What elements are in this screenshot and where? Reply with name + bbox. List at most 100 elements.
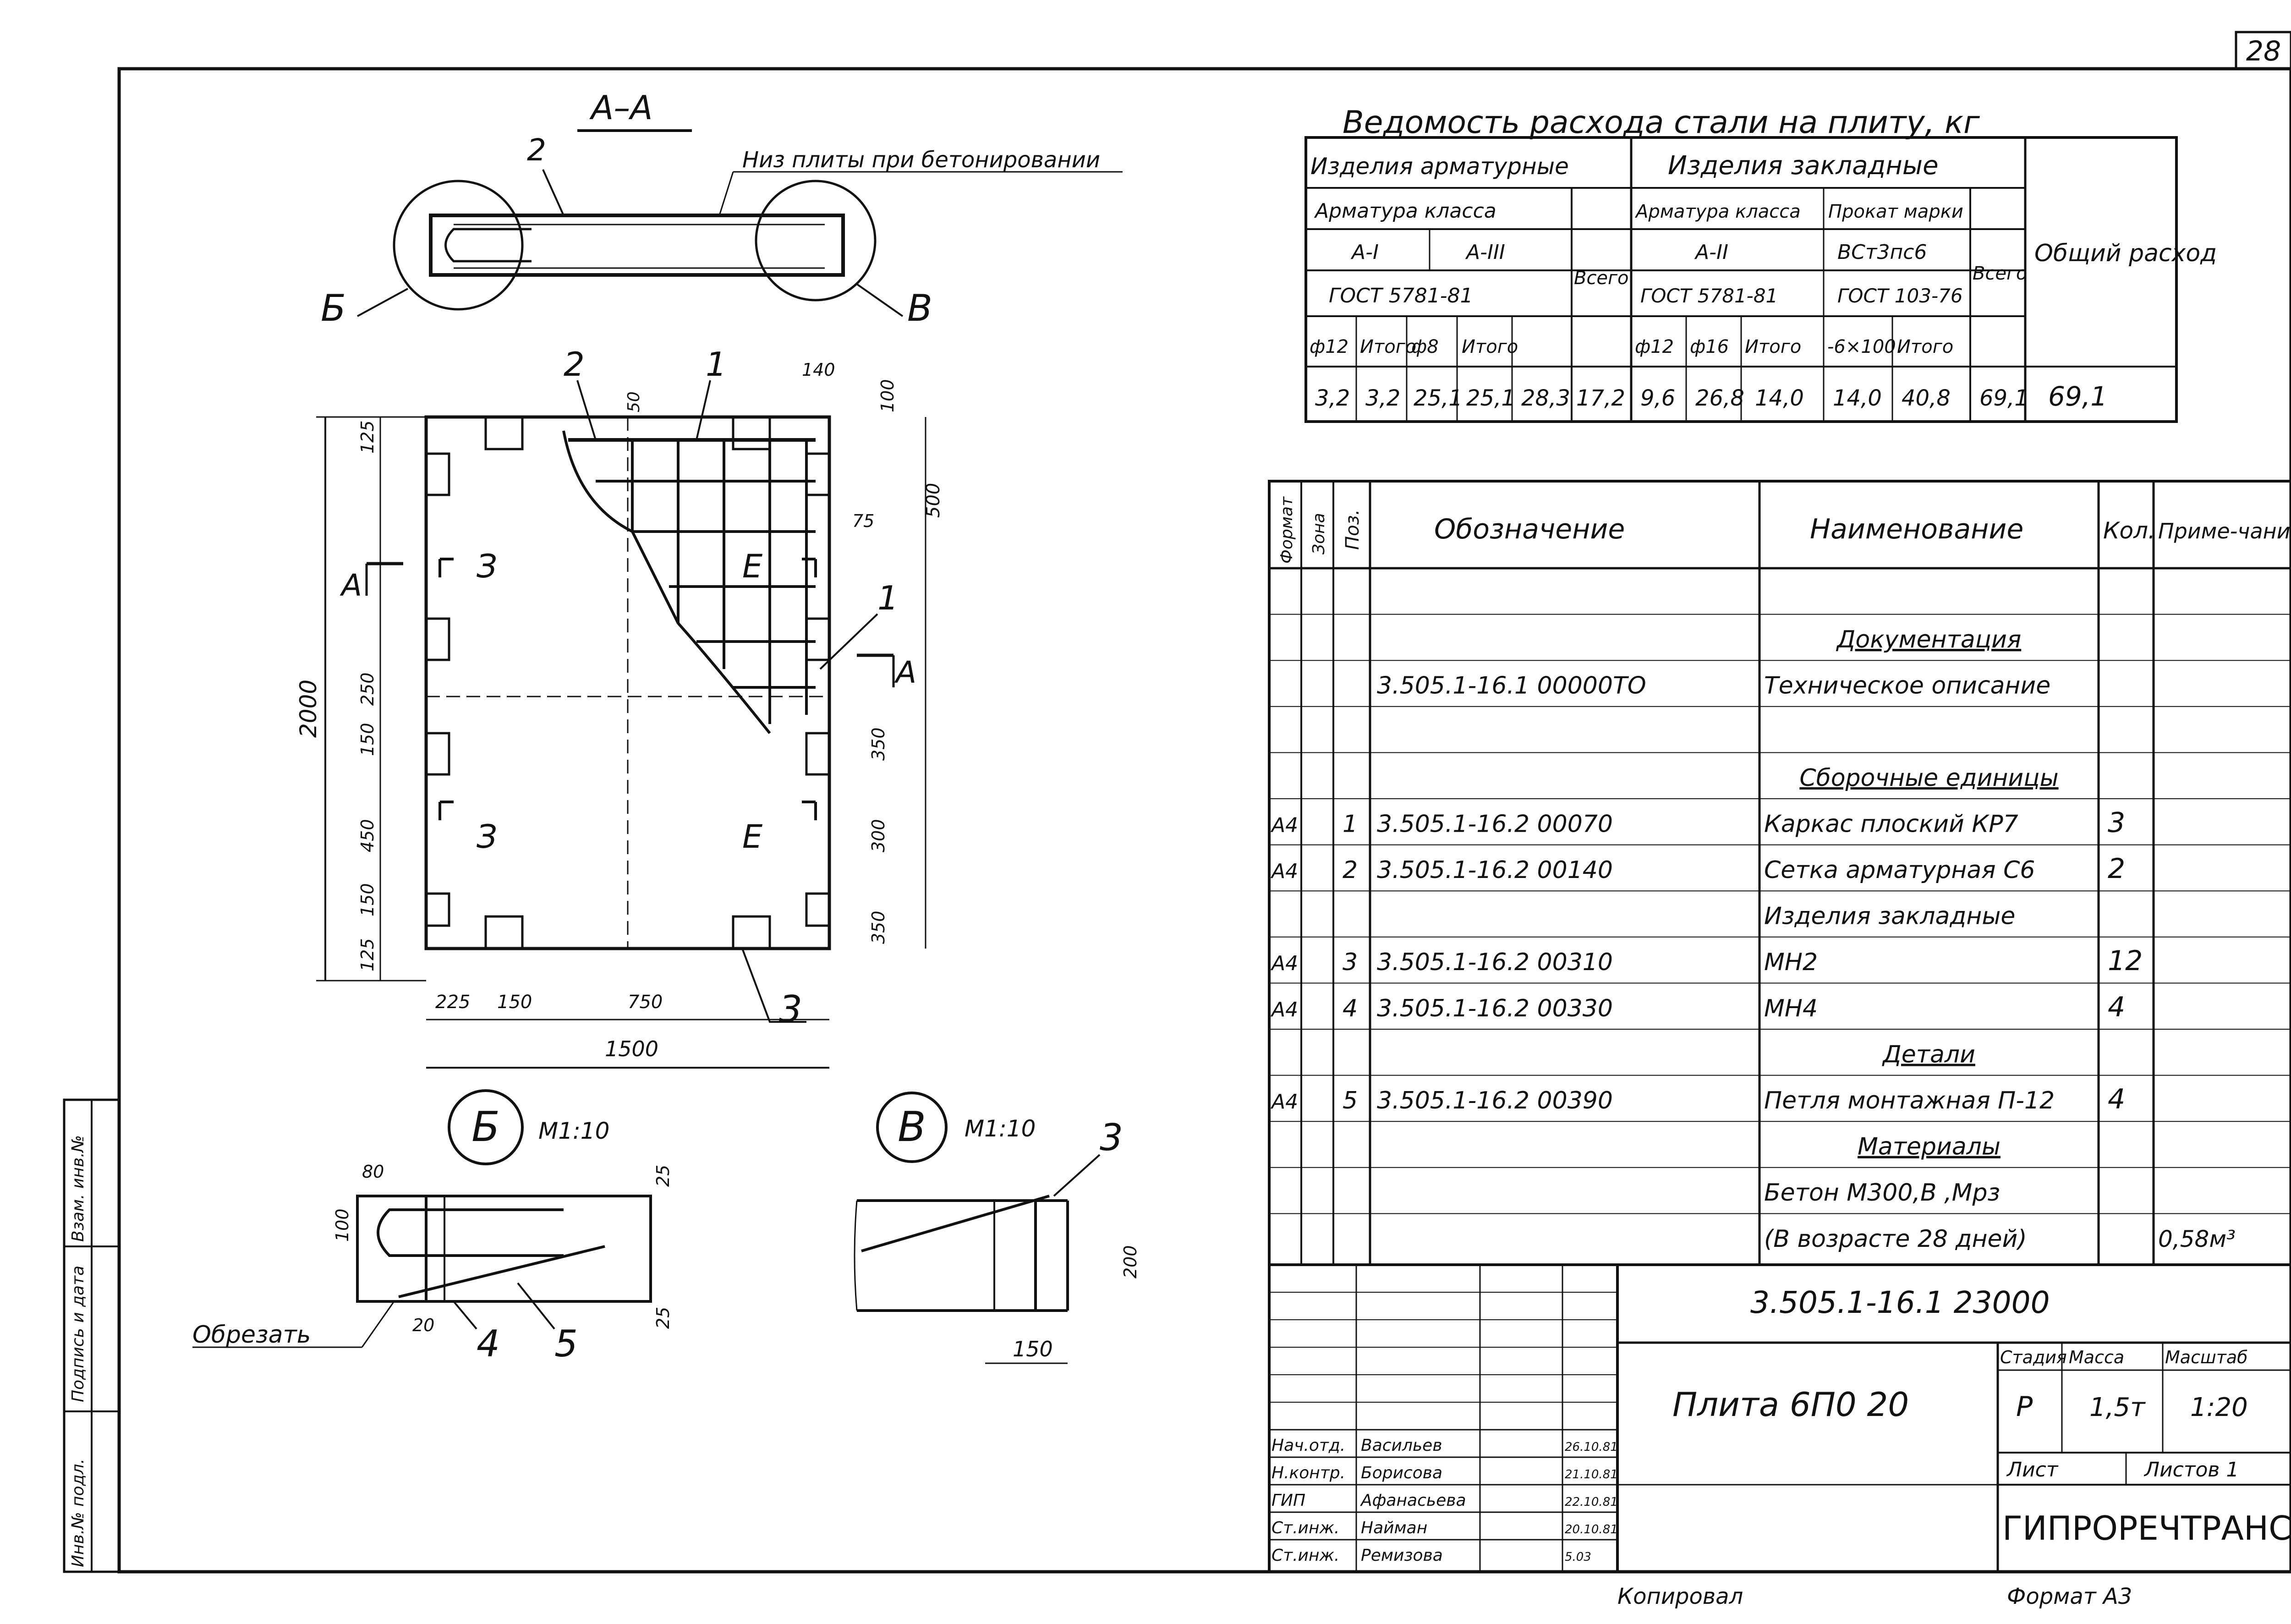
spec-header-pos: Поз. <box>1342 509 1363 550</box>
total-label-1: Всего <box>1574 268 1629 289</box>
spec-cell-format: А4 <box>1270 813 1298 837</box>
gost-armature-2: ГОСТ 5781-81 <box>1640 285 1778 307</box>
detail-b-dim-25-bottom: 25 <box>653 1307 673 1329</box>
spec-header-designation: Обозначение <box>1434 513 1625 545</box>
plan-callout-3: 3 <box>779 988 802 1031</box>
sub-header: -6×100 <box>1827 336 1896 357</box>
dim-top-100: 100 <box>877 379 898 412</box>
organization: ГИПРОРЕЧТРАНС <box>2002 1509 2291 1547</box>
callout-b: Б <box>321 287 346 329</box>
dim-right-500: 500 <box>923 483 944 518</box>
inv-no-label: Инв.№ подл. <box>69 1459 88 1567</box>
footer: Копировал Формат А3 <box>1617 1584 2132 1609</box>
steel-value: 3,2 <box>1365 385 1400 411</box>
loop-glyph: З <box>477 548 497 585</box>
stage-label: Стадия <box>2000 1347 2067 1367</box>
sub-header: Итого <box>1462 336 1518 357</box>
detail-v: В М1:10 3 200 150 <box>854 1092 1140 1364</box>
spec-cell-qty: 12 <box>2108 945 2143 977</box>
detail-v-dim-150: 150 <box>1013 1337 1053 1361</box>
title: Плита 6П0 20 <box>1672 1385 1909 1424</box>
spec-cell-note: 0,58м³ <box>2158 1226 2236 1252</box>
spec-table: Формат Зона Поз. Обозначение Наименовани… <box>1268 480 2291 1266</box>
plan-dimensions: 2000 125 250 150 450 150 125 500 75 350 … <box>295 360 944 1069</box>
spec-cell-name: Петля монтажная П-12 <box>1764 1087 2055 1114</box>
loop-glyph: З <box>477 818 497 856</box>
section-mark-a-left: А <box>340 568 362 603</box>
signature-date: 5.03 <box>1565 1550 1591 1564</box>
rolled-steel: Прокат марки <box>1828 201 1963 222</box>
dim-top-140: 140 <box>802 360 835 380</box>
steel-value: 40,8 <box>1902 385 1951 411</box>
sub-header: ф12 <box>1310 336 1348 357</box>
loop-glyph: Е <box>742 548 763 585</box>
detail-b-dim-20: 20 <box>412 1315 434 1335</box>
steel-value: 25,1 <box>1414 385 1463 411</box>
spec-cell-name: (В возрасте 28 дней) <box>1764 1225 2027 1253</box>
spec-cell-pos: 3 <box>1343 949 1358 976</box>
spec-cell-format: А4 <box>1270 998 1298 1021</box>
spec-cell-designation: 3.505.1-16.1 00000ТО <box>1377 672 1646 700</box>
sub-header: Итого <box>1360 336 1416 357</box>
spec-cell-name: МН2 <box>1764 949 1818 976</box>
spec-cell-name: МН4 <box>1764 995 1818 1022</box>
sub-header: ф8 <box>1411 336 1439 357</box>
dim-bottom-225: 225 <box>435 992 470 1013</box>
dim-right-350-top: 350 <box>868 727 888 761</box>
spec-cell-designation: 3.505.1-16.2 00070 <box>1377 810 1613 838</box>
dim-overall-width: 1500 <box>605 1037 658 1061</box>
sheet-frame: 28 <box>117 31 2291 1574</box>
replace-inv-label: Взам. инв.№ <box>69 1135 88 1242</box>
detail-b-note-cut: Обрезать <box>192 1321 311 1349</box>
dim-right-300: 300 <box>868 819 888 852</box>
grand-total-label: Общий расход <box>2034 240 2217 267</box>
spec-cell-pos: 1 <box>1343 810 1358 838</box>
dim-top-50: 50 <box>625 391 643 412</box>
class-a2: А-II <box>1694 241 1728 264</box>
detail-b-dim-80: 80 <box>362 1162 384 1182</box>
steel-value: 69,1 <box>1979 385 2028 411</box>
signature-name: Афанасьева <box>1360 1491 1466 1510</box>
signature-name: Васильев <box>1361 1436 1442 1455</box>
group-embedded: Изделия закладные <box>1668 151 1939 181</box>
spec-cell-designation: 3.505.1-16.2 00310 <box>1377 949 1613 976</box>
signature-name: Найман <box>1361 1519 1427 1537</box>
detail-v-scale: М1:10 <box>965 1115 1036 1142</box>
spec-cell-name: Материалы <box>1858 1133 2001 1161</box>
dim-right-75: 75 <box>852 511 874 531</box>
spec-cell-qty: 4 <box>2108 1083 2125 1115</box>
detail-b-label: Б <box>471 1103 500 1151</box>
spec-header-name: Наименование <box>1810 513 2023 545</box>
steel-value: 14,0 <box>1833 385 1882 411</box>
steel-value: 28,3 <box>1521 385 1570 411</box>
spec-cell-pos: 5 <box>1343 1087 1358 1114</box>
detail-b-dim-25-top: 25 <box>653 1165 673 1187</box>
spec-cell-name: Сборочные единицы <box>1799 764 2058 792</box>
signature-name: Ремизова <box>1361 1546 1443 1565</box>
spec-cell-format: А4 <box>1270 952 1298 975</box>
spec-cell-name: Изделия закладные <box>1764 903 2015 930</box>
detail-v-dim-200: 200 <box>1120 1245 1140 1278</box>
dim-left-125-bottom: 125 <box>357 938 378 971</box>
sign-date-label: Подпись и дата <box>69 1266 88 1402</box>
signature-role: Ст.инж. <box>1272 1546 1339 1565</box>
steel-value: 3,2 <box>1315 385 1350 411</box>
dim-left-450: 450 <box>357 819 378 852</box>
spec-cell-designation: 3.505.1-16.2 00390 <box>1377 1087 1613 1114</box>
detail-v-callout-3: 3 <box>1100 1116 1123 1159</box>
spec-cell-name: Каркас плоский КР7 <box>1764 810 2018 838</box>
detail-b-dim-100: 100 <box>332 1208 352 1242</box>
side-stamp: Инв.№ подл. Подпись и дата Взам. инв.№ <box>63 1098 121 1573</box>
detail-v-label: В <box>898 1103 926 1151</box>
spec-header-format: Формат <box>1277 496 1296 564</box>
steel-value: 9,6 <box>1640 385 1675 411</box>
spec-cell-qty: 2 <box>2108 853 2125 885</box>
spec-cell-format: А4 <box>1270 1090 1298 1114</box>
reinforcement-grid <box>568 438 816 724</box>
spec-cell-name: Сетка арматурная С6 <box>1764 856 2035 884</box>
